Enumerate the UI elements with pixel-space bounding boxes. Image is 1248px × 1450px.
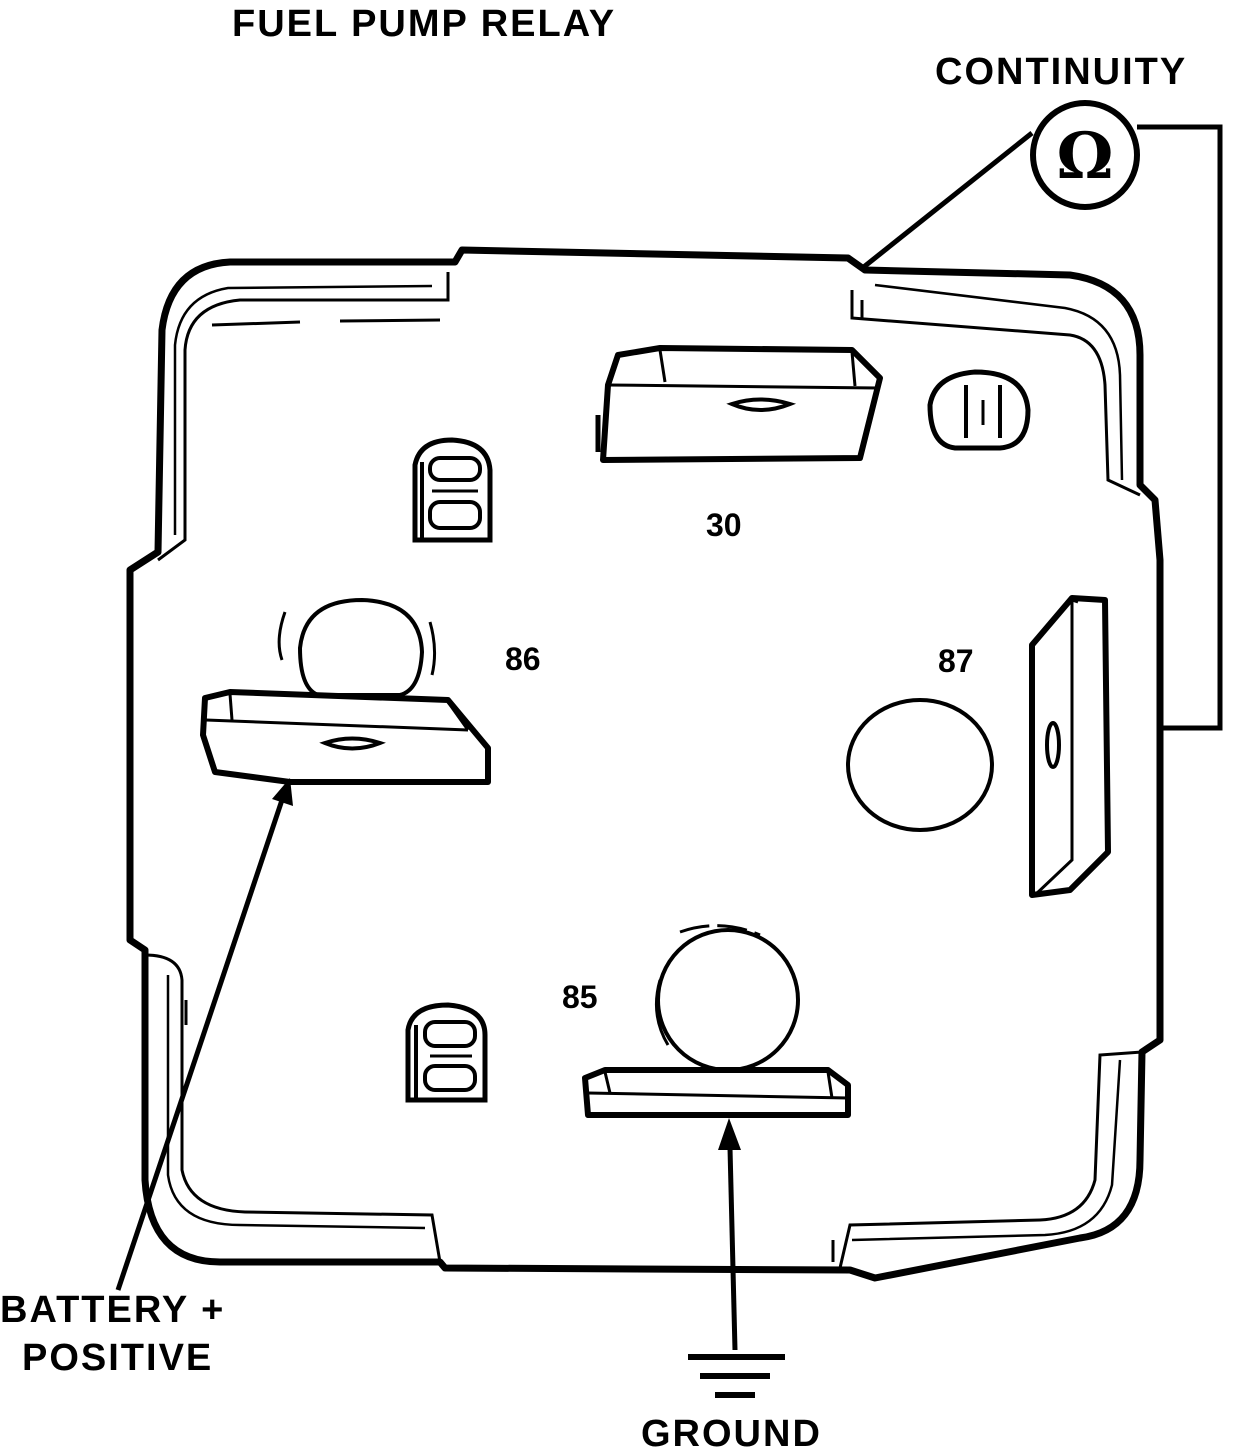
ohm-icon: Ω — [1057, 119, 1114, 194]
diagram-title: FUEL PUMP RELAY — [232, 3, 616, 45]
relay-housing — [126, 246, 1164, 1282]
meter-lead-87 — [1128, 124, 1223, 731]
terminal-30-label: 30 — [706, 507, 742, 543]
terminal-87-label: 87 — [938, 643, 974, 679]
ground-label: GROUND — [641, 1413, 822, 1450]
terminal-30-blade — [595, 345, 883, 463]
ground-lead — [727, 1147, 738, 1351]
latch-top-left — [412, 437, 493, 543]
battery-lead — [115, 799, 285, 1291]
latch-top-right — [927, 369, 1031, 451]
continuity-label: CONTINUITY — [935, 51, 1187, 93]
ohmmeter: Ω — [1030, 100, 1140, 210]
latch-bottom-left — [405, 1002, 488, 1103]
battery-label-line1: BATTERY + — [0, 1289, 225, 1331]
terminal-86-label: 86 — [505, 641, 541, 677]
terminal-87-blade — [846, 595, 1111, 898]
ground-icon — [688, 1354, 785, 1398]
terminal-86-blade — [200, 597, 491, 785]
battery-label-line2: POSITIVE — [22, 1337, 213, 1379]
terminal-85-blade — [582, 924, 851, 1118]
terminal-85-label: 85 — [562, 979, 598, 1015]
